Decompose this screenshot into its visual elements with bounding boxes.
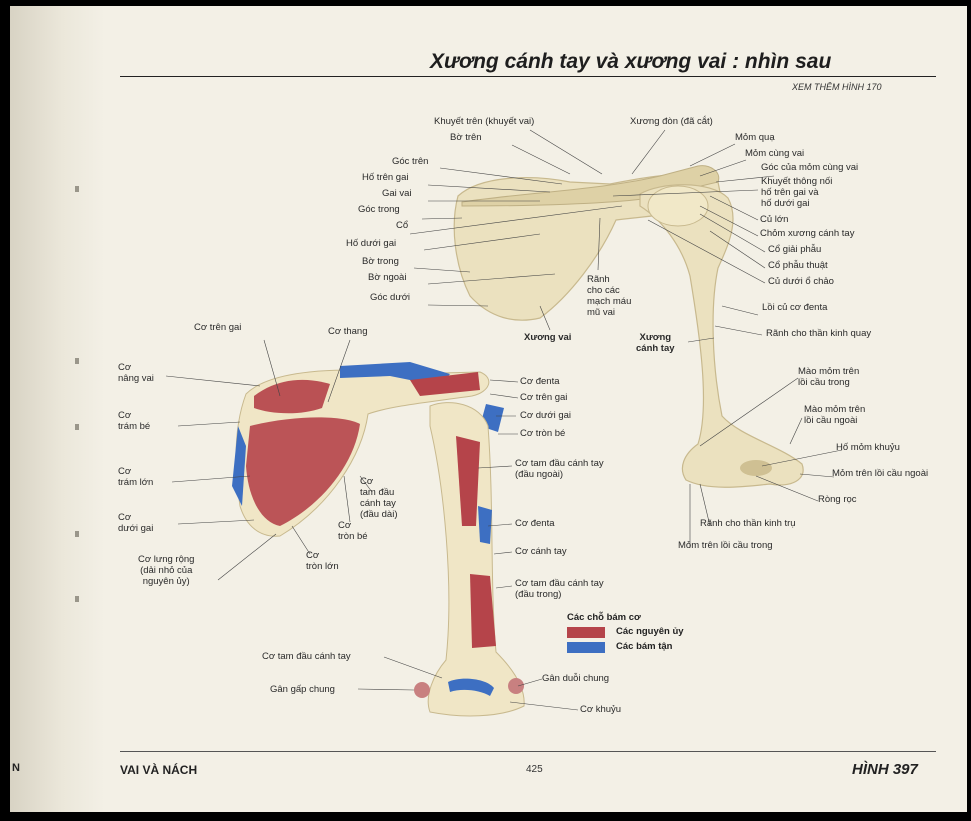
label-cu-duoi-o-chao: Củ dưới ổ chảo bbox=[768, 276, 834, 287]
origin-area bbox=[508, 678, 524, 694]
origin-area bbox=[414, 682, 430, 698]
label-co-tam-dau-dau-dai: Cơ tam đầu cánh tay (đầu dài) bbox=[360, 476, 398, 520]
label-rong-roc: Ròng rọc bbox=[818, 494, 857, 505]
label-co-tram-be: Cơ trám bé bbox=[118, 410, 150, 432]
olecranon-fossa bbox=[740, 460, 772, 476]
label-co-tam-dau-dau-trong: Cơ tam đầu cánh tay (đầu trong) bbox=[515, 578, 604, 600]
label-bo-ngoai: Bờ ngoài bbox=[368, 272, 406, 283]
legend-label-insertion: Các bám tận bbox=[616, 641, 673, 652]
label-xuong-vai: Xương vai bbox=[524, 332, 571, 343]
label-goc-duoi: Góc dưới bbox=[370, 292, 410, 303]
label-gan-gap-chung: Gân gấp chung bbox=[270, 684, 335, 695]
label-co-tam-dau-canh-tay: Cơ tam đầu cánh tay bbox=[262, 651, 351, 662]
legend-label-origin: Các nguyên ủy bbox=[616, 626, 684, 637]
label-bo-trong: Bờ trong bbox=[362, 256, 399, 267]
label-xuong-don: Xương đòn (đã cắt) bbox=[630, 116, 713, 127]
label-mom-cung-vai: Mỏm cùng vai bbox=[745, 148, 804, 159]
figure-number: HÌNH 397 bbox=[852, 761, 918, 778]
page-title: Xương cánh tay và xương vai : nhìn sau bbox=[430, 50, 831, 74]
label-mao-tren-loi-cau-trong: Mào mỏm trên lồi cầu trong bbox=[798, 366, 859, 388]
label-xuong-canh-tay: Xương cánh tay bbox=[636, 332, 675, 354]
humerus-head bbox=[648, 186, 708, 226]
label-bo-tren: Bờ trên bbox=[450, 132, 482, 143]
label-mom-tren-loi-cau-ngoai: Mỏm trên lồi cầu ngoài bbox=[832, 468, 928, 479]
label-co-nang-vai: Cơ nâng vai bbox=[118, 362, 154, 384]
label-mao-tren-loi-cau-ngoai: Mào mỏm trên lồi cầu ngoài bbox=[804, 404, 865, 426]
label-goc-tren: Góc trên bbox=[392, 156, 428, 167]
label-gai-vai: Gai vai bbox=[382, 188, 412, 199]
label-cu-lon: Củ lớn bbox=[760, 214, 788, 225]
header-rule bbox=[120, 76, 936, 77]
label-ho-tren-gai: Hố trên gai bbox=[362, 172, 408, 183]
label-co-tren-gai-2: Cơ trên gai bbox=[520, 392, 567, 403]
facing-page-letter: N bbox=[12, 762, 20, 774]
label-ranh-mach-mau: Rãnh cho các mạch máu mũ vai bbox=[587, 274, 631, 318]
top-skeleton bbox=[454, 166, 803, 488]
label-co-giai-phau: Cổ giải phẫu bbox=[768, 244, 821, 255]
label-ranh-than-kinh-quay: Rãnh cho thần kinh quay bbox=[766, 328, 871, 339]
label-co-phau-thuat: Cổ phẫu thuật bbox=[768, 260, 828, 271]
label-goc-trong: Góc trong bbox=[358, 204, 400, 215]
insertion-area bbox=[478, 506, 492, 544]
label-mom-tren-loi-cau-trong: Mỏm trên lồi cầu trong bbox=[678, 540, 773, 551]
legend-swatch-origin bbox=[567, 627, 605, 638]
label-co: Cổ bbox=[396, 220, 408, 231]
label-khuyet-tren: Khuyết trên (khuyết vai) bbox=[434, 116, 534, 127]
label-co-tron-be-right: Cơ tròn bé bbox=[520, 428, 565, 439]
label-gan-duoi-chung: Gân duỗi chung bbox=[542, 673, 609, 684]
label-goc-cua-mom-cung-vai: Góc của mỏm cùng vai bbox=[761, 162, 858, 173]
legend-swatch-insertion bbox=[567, 642, 605, 653]
label-co-thang: Cơ thang bbox=[328, 326, 368, 337]
page-number: 425 bbox=[526, 764, 543, 775]
label-co-tron-be-left: Cơ tròn bé bbox=[338, 520, 368, 542]
cross-reference: XEM THÊM HÌNH 170 bbox=[792, 82, 882, 92]
label-co-tram-lon: Cơ trám lớn bbox=[118, 466, 153, 488]
footer-rule bbox=[120, 751, 936, 752]
legend-title: Các chỗ bám cơ bbox=[567, 612, 641, 623]
label-co-duoi-gai-right: Cơ dưới gai bbox=[520, 410, 571, 421]
label-co-canh-tay: Cơ cánh tay bbox=[515, 546, 567, 557]
bottom-skeleton bbox=[232, 362, 524, 716]
label-co-denta-1: Cơ đenta bbox=[520, 376, 560, 387]
label-khuyet-thong-noi: Khuyết thông nối hố trên gai và hố dưới … bbox=[761, 176, 871, 209]
label-co-denta-2: Cơ đenta bbox=[515, 518, 555, 529]
label-ho-mom-khuyu: Hố mỏm khuỷu bbox=[836, 442, 900, 453]
label-co-tren-gai: Cơ trên gai bbox=[194, 322, 241, 333]
label-loi-cu-co-denta: Lồi củ cơ đenta bbox=[762, 302, 827, 313]
atlas-page: Xương cánh tay và xương vai : nhìn sau X… bbox=[10, 6, 967, 812]
label-ranh-than-kinh-tru: Rãnh cho thần kinh trụ bbox=[700, 518, 796, 529]
section-title: VAI VÀ NÁCH bbox=[120, 763, 197, 777]
label-mom-qua: Mỏm quạ bbox=[735, 132, 775, 143]
label-co-tam-dau-dau-ngoai: Cơ tam đầu cánh tay (đầu ngoài) bbox=[515, 458, 604, 480]
label-co-tron-lon: Cơ tròn lớn bbox=[306, 550, 339, 572]
label-co-duoi-gai-left: Cơ dưới gai bbox=[118, 512, 153, 534]
label-ho-duoi-gai: Hố dưới gai bbox=[346, 238, 396, 249]
label-chom-xuong-canh-tay: Chỏm xương cánh tay bbox=[760, 228, 854, 239]
label-co-lung-rong: Cơ lưng rộng (dải nhỏ của nguyên ủy) bbox=[138, 554, 194, 587]
label-co-khuyu: Cơ khuỷu bbox=[580, 704, 621, 715]
